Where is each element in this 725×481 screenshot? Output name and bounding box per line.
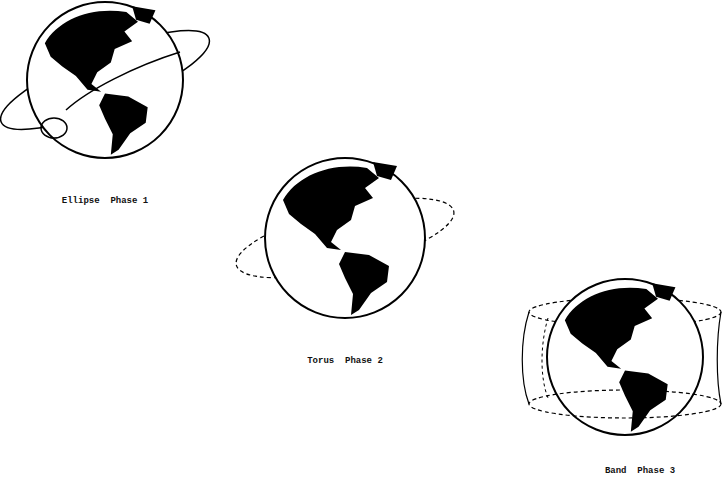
phase-caption: Ellipse Phase 1 — [60, 196, 150, 206]
phase-caption: Band Phase 3 — [603, 466, 677, 476]
phase-caption: Torus Phase 2 — [305, 356, 385, 366]
globe-band — [522, 279, 721, 435]
globe-ellipse — [0, 2, 219, 158]
globe-torus — [229, 158, 461, 318]
